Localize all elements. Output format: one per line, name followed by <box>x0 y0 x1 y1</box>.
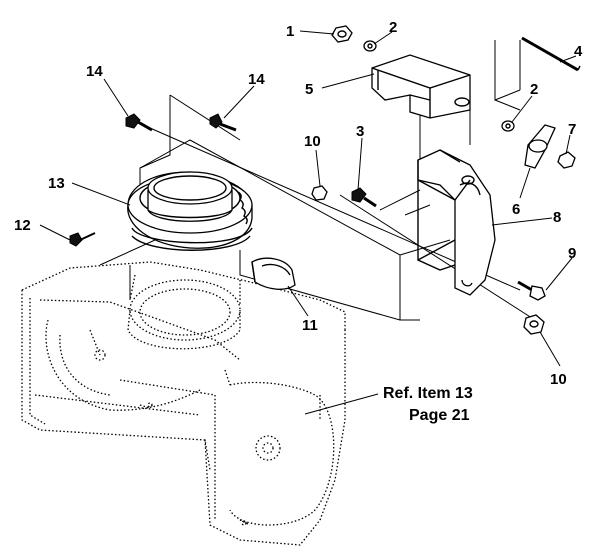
callout-6: 6 <box>512 201 520 218</box>
callout-2-lower: 2 <box>530 81 538 98</box>
callout-4: 4 <box>574 43 583 60</box>
callout-5: 5 <box>305 81 313 98</box>
callout-13: 13 <box>48 175 65 192</box>
leader-lines <box>39 30 577 415</box>
callout-14-left: 14 <box>86 63 103 80</box>
auger-housing <box>21 261 346 546</box>
washer-part-2-top <box>363 40 377 52</box>
callout-14-right: 14 <box>248 71 265 88</box>
bolt-part-9 <box>517 280 546 301</box>
nut-part-10-lower <box>523 314 545 335</box>
bolt-part-3 <box>351 187 377 208</box>
chute-ring-part-13 <box>127 171 253 251</box>
callout-1: 1 <box>286 23 294 40</box>
deflector-support-part-8 <box>417 149 496 296</box>
callout-3: 3 <box>356 123 364 140</box>
callout-2-top: 2 <box>389 19 397 36</box>
reference-note-line2: Page 21 <box>409 407 470 424</box>
nut-part-1 <box>331 25 353 43</box>
callout-8: 8 <box>553 209 561 226</box>
nut-part-10-upper <box>311 185 328 201</box>
callout-7: 7 <box>568 121 576 138</box>
callout-9: 9 <box>568 245 576 262</box>
bracket-part-5 <box>371 54 471 119</box>
washer-part-2-lower <box>501 120 515 132</box>
screw-part-12 <box>69 232 96 247</box>
bolt-part-14-left <box>125 113 153 132</box>
callout-10-upper: 10 <box>304 133 321 150</box>
callout-12: 12 <box>14 217 31 234</box>
callout-10-lower: 10 <box>550 371 567 388</box>
pin-part-4 <box>521 36 581 72</box>
crank-plate-part-6 <box>524 124 556 169</box>
nut-part-7 <box>557 151 576 169</box>
wedge-part-11 <box>251 257 296 290</box>
reference-note: Ref. Item 13 Page 21 <box>383 385 473 424</box>
reference-note-line1: Ref. Item 13 <box>383 385 473 402</box>
callout-11: 11 <box>302 317 318 334</box>
callout-labels: 1 2 4 5 2 7 14 14 10 3 13 6 8 12 9 11 10 <box>14 19 583 388</box>
bolt-part-14-right <box>209 113 237 132</box>
